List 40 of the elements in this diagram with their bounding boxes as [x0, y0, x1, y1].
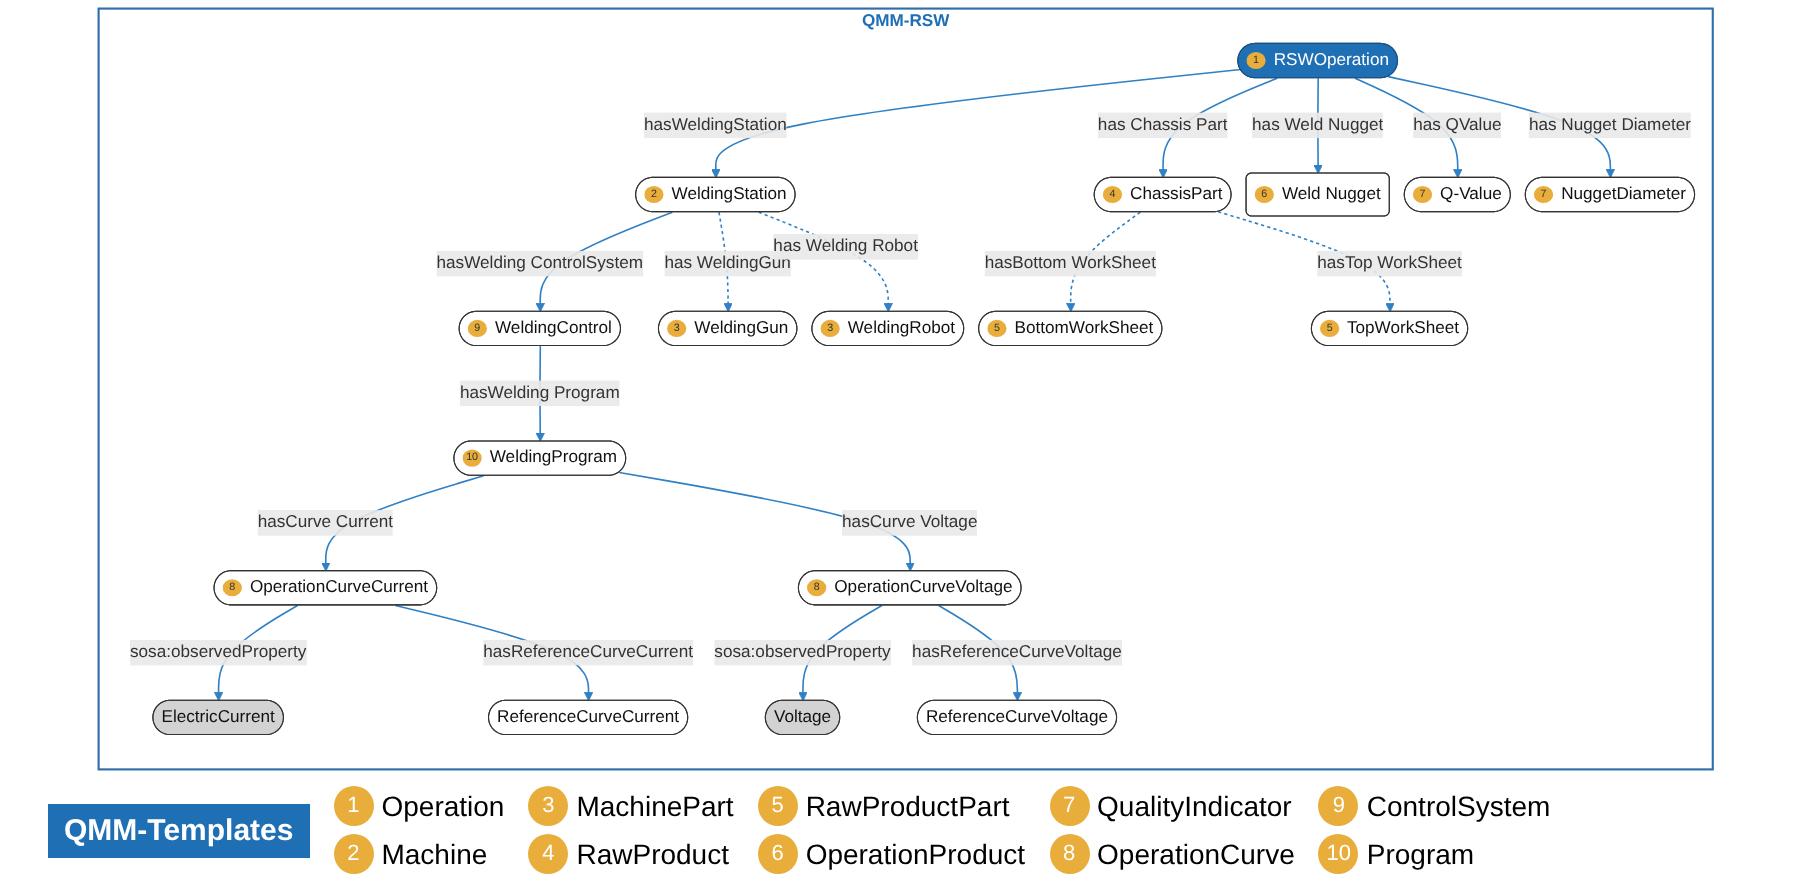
- legend-text: MachinePart: [576, 790, 734, 822]
- edge-label: has Weld Nugget: [1251, 115, 1383, 134]
- edge-label: has WeldingGun: [663, 253, 791, 273]
- number-badge: 2: [333, 834, 374, 874]
- legend-text: RawProduct: [576, 838, 729, 870]
- legend-text: QualityIndicator: [1097, 790, 1292, 822]
- number-badge: 8: [1049, 834, 1090, 874]
- legend-text: OperationProduct: [805, 838, 1026, 870]
- number-badge: 7: [1049, 786, 1090, 826]
- arrow: [710, 68, 1241, 179]
- template-heading: QMM-Templates: [48, 803, 310, 857]
- edge-label: has Chassis Part: [1097, 115, 1227, 134]
- legend-text: Program: [1366, 838, 1475, 870]
- edge-label: hasCurve Voltage: [841, 513, 977, 532]
- edge-label: has QValue: [1412, 115, 1501, 134]
- number-badge: 3: [528, 786, 569, 826]
- edge-label: hasWelding Program: [459, 383, 619, 402]
- edge-label: hasReferenceCurveVoltage: [911, 642, 1122, 662]
- legend-text: RawProductPart: [805, 790, 1010, 822]
- number-badge: 5: [757, 786, 798, 826]
- edge-label: hasReferenceCurveCurrent: [482, 642, 693, 662]
- edge-label: hasCurve Current: [257, 513, 393, 532]
- edge-label: sosa:observedProperty: [129, 642, 306, 662]
- legend-text: Machine: [381, 838, 488, 870]
- number-badge: 10: [1318, 834, 1359, 874]
- edge-label: has Welding Robot: [772, 237, 918, 256]
- legend-text: Operation: [381, 790, 505, 822]
- edge-label: has Nugget Diameter: [1528, 115, 1691, 134]
- edge-label: hasBottom WorkSheet: [983, 253, 1156, 273]
- legend-text: ControlSystem: [1366, 790, 1551, 822]
- edge-label: sosa:observedProperty: [713, 642, 890, 662]
- number-badge: 1: [333, 786, 374, 826]
- arrow: [1386, 75, 1615, 179]
- edge-label: hasWelding ControlSystem: [435, 253, 643, 273]
- edge-label: hasTop WorkSheet: [1316, 253, 1462, 273]
- legend-text: OperationCurve: [1097, 838, 1295, 870]
- number-badge: 4: [528, 834, 569, 874]
- edge-label: hasWeldingStation: [643, 115, 787, 134]
- number-badge: 6: [757, 834, 798, 874]
- number-badge: 9: [1318, 786, 1359, 826]
